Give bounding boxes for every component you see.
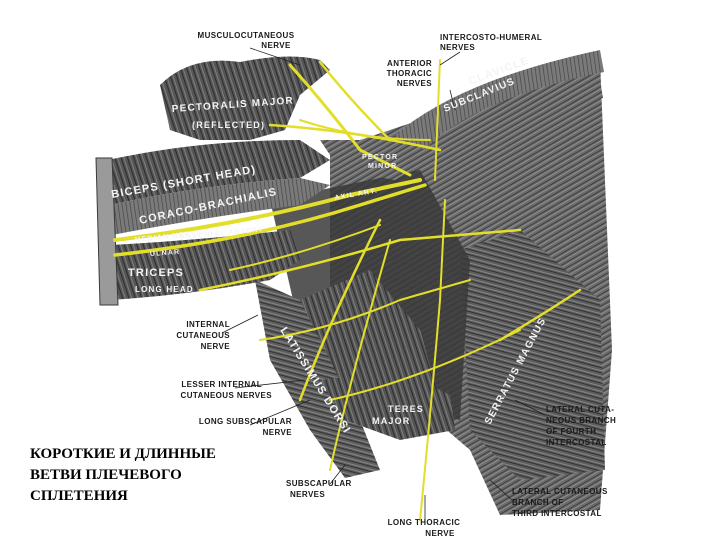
- clavicle-bone: [395, 50, 604, 150]
- internal-cutaneous-nerve: [198, 228, 522, 292]
- label-internal-cut-2: CUTANEOUS: [176, 331, 230, 340]
- label-long-subscap-2: NERVE: [263, 428, 293, 437]
- label-lesser-int-2: CUTANEOUS NERVES: [181, 391, 273, 400]
- long-head-label: LONG HEAD: [135, 285, 194, 294]
- teres-major-muscle: [320, 370, 455, 440]
- median-nerve: [113, 178, 422, 242]
- lesser-internal-cutaneous-nerve: [229, 224, 381, 271]
- subclavius-muscle: [425, 80, 603, 165]
- musculocutaneous-nerve-2: [318, 60, 392, 142]
- label-musculocutaneous-2: NERVE: [261, 41, 291, 50]
- long-thoracic-nerve: [419, 199, 446, 521]
- axillary-branch: [259, 279, 471, 341]
- teres-label: TERES: [388, 404, 424, 414]
- label-lat-cut-3-3: THIRD INTERCOSTAL: [512, 509, 602, 518]
- lateral-cutaneous-3rd: [329, 329, 521, 401]
- label-lat-cut-3-2: BRANCH OF: [512, 498, 564, 507]
- intercosto-humeral-nerve: [434, 59, 441, 181]
- label-lat-cut-4-1: LATERAL CUTA-: [546, 405, 614, 414]
- coraco-brachialis-muscle: [110, 178, 330, 235]
- label-ant-thoracic-3: NERVES: [397, 79, 432, 88]
- slide-caption: КОРОТКИЕ И ДЛИННЫЕ ВЕТВИ ПЛЕЧЕВОГО СПЛЕТ…: [30, 444, 270, 507]
- label-intercosto-1: INTERCOSTO-HUMERAL: [440, 33, 542, 42]
- label-lesser-int-1: LESSER INTERNAL: [181, 380, 262, 389]
- label-subscapular-2: NERVES: [290, 490, 325, 499]
- subscapular-nerve: [329, 239, 391, 471]
- label-subscapular-1: SUBSCAPULAR: [286, 479, 352, 488]
- minor-label: MINOR: [368, 163, 397, 170]
- label-lat-cut-4-2: NEOUS BRANCH: [546, 416, 616, 425]
- pectoral-branch: [299, 119, 431, 141]
- major-label: MAJOR: [372, 416, 411, 426]
- label-lat-cut-3-1: LATERAL CUTANEOUS: [512, 487, 608, 496]
- biceps-muscle: [108, 140, 330, 205]
- label-internal-cut-1: INTERNAL: [186, 320, 230, 329]
- triceps-muscle: [110, 230, 300, 300]
- label-ant-thoracic-2: THORACIC: [387, 69, 432, 78]
- ulnar-nerve: [113, 183, 427, 257]
- arm-cut-end: [95, 157, 119, 306]
- label-intercosto-2: NERVES: [440, 43, 475, 52]
- long-subscapular-nerve: [298, 218, 382, 402]
- leader-lines: [221, 47, 546, 520]
- triceps-label: TRICEPS: [128, 267, 184, 279]
- pector-label: PECTOR: [362, 154, 398, 161]
- label-long-thoracic-2: NERVE: [425, 529, 455, 538]
- pectoralis-major-muscle: [160, 56, 330, 140]
- ulnar-label: ULNAR: [150, 249, 181, 258]
- label-ant-thoracic-1: ANTERIOR: [387, 59, 432, 68]
- nerve-network: [113, 59, 582, 521]
- serratus-magnus-muscle: [460, 230, 605, 480]
- caption-line-3: СПЛЕТЕНИЯ: [30, 488, 128, 504]
- pectoralis-minor-muscle: [320, 140, 420, 180]
- latissimus-dorsi-muscle: [255, 280, 380, 478]
- musculocutaneous-nerve: [288, 63, 412, 177]
- label-lat-cut-4-3: OF FOURTH: [546, 427, 596, 436]
- caption-line-2: ВЕТВИ ПЛЕЧЕВОГО: [30, 467, 182, 483]
- label-lat-cut-4-4: INTERCOSTAL: [546, 438, 607, 447]
- label-internal-cut-3: NERVE: [201, 342, 231, 351]
- label-musculocutaneous-1: MUSCULOCUTANEOUS: [198, 31, 295, 40]
- label-long-subscap-1: LONG SUBSCAPULAR: [199, 417, 292, 426]
- caption-line-1: КОРОТКИЕ И ДЛИННЫЕ: [30, 446, 216, 462]
- label-long-thoracic-1: LONG THORACIC: [388, 518, 461, 527]
- reflected-label: (REFLECTED): [192, 120, 265, 130]
